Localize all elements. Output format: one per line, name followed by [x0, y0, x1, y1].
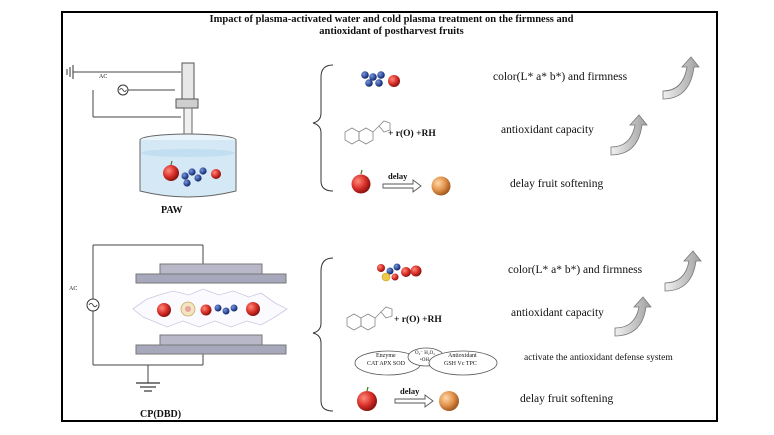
paw-molecule-icon — [344, 120, 391, 145]
fresh-apple-icon — [357, 391, 377, 411]
electrode-upper — [181, 62, 195, 100]
ac-sine-icon — [119, 88, 127, 92]
cp-delay-label: delay — [400, 386, 420, 396]
blueberry-icon — [183, 179, 191, 187]
paw-effect-3: delay fruit softening — [510, 178, 604, 190]
paw-apparatus — [66, 62, 237, 198]
blueberry-icon — [222, 307, 230, 315]
cp-defense-diagram — [354, 347, 498, 376]
title-line-2: antioxidant of postharvest fruits — [319, 26, 464, 37]
paw-brace — [312, 64, 334, 192]
figure-title: Impact of plasma-activated water and col… — [63, 14, 720, 38]
cp-formula: + r(O) +RH — [394, 315, 442, 325]
title-line-1: Impact of plasma-activated water and col… — [209, 14, 574, 25]
cp-delay-icons — [357, 386, 459, 411]
cp-effect-4: delay fruit softening — [520, 393, 614, 405]
softened-fruit-icon — [431, 176, 451, 196]
apple-stem-icon — [170, 160, 173, 166]
electrode-clamp — [175, 98, 199, 109]
cp-molecule-icon — [346, 306, 393, 331]
enzyme-list: CAT APX SOD — [367, 361, 405, 367]
apple-icon — [163, 165, 179, 181]
softened-fruit-icon — [439, 391, 459, 411]
cp-effect-2: antioxidant capacity — [511, 307, 604, 319]
blueberry-icon — [194, 174, 202, 182]
antioxidant-ellipse — [428, 350, 498, 376]
blueberry-icon — [214, 304, 222, 312]
blueberry-icon — [188, 168, 196, 176]
dbd-top-dielectric — [135, 273, 287, 284]
apple-icon — [246, 302, 260, 316]
increase-arrow-icon — [614, 296, 652, 337]
ros-top: O₂⁻ H₂O₂ — [415, 351, 435, 356]
blueberry-icon — [181, 172, 189, 180]
paw-delay-icons — [351, 169, 451, 196]
cp-apparatus — [86, 244, 288, 392]
dbd-bottom-dielectric — [135, 344, 287, 355]
enzyme-label: Enzyme — [376, 353, 396, 359]
increase-arrow-icon — [662, 56, 700, 100]
cherry-tomato-icon — [211, 169, 221, 179]
paw-delay-label: delay — [388, 171, 408, 181]
paw-formula: + r(O) +RH — [388, 129, 436, 139]
antioxidant-list: GSH Vc TPC — [444, 361, 477, 367]
dbd-top-electrode — [159, 263, 263, 275]
cp-effect-1: color(L* a* b*) and firmness — [508, 264, 643, 276]
cp-label: CP(DBD) — [140, 409, 182, 420]
apple-icon — [157, 303, 171, 317]
paw-ac-label: AC — [99, 74, 108, 80]
beaker-body — [139, 140, 237, 198]
cp-ac-label: AC — [69, 286, 78, 292]
blueberry-icon — [230, 304, 238, 312]
delay-arrow-icon — [382, 179, 422, 193]
paw-label: PAW — [161, 205, 183, 216]
paw-fruit-group-icon — [361, 71, 400, 87]
fruit-slice-core-icon — [185, 306, 191, 312]
antioxidant-label: Antioxidant — [448, 353, 477, 359]
water-surface — [141, 149, 235, 157]
diagram-graphics — [66, 56, 702, 412]
paw-effect-2: antioxidant capacity — [501, 124, 594, 136]
ros-bottom: •OH — [420, 358, 429, 363]
cp-fruit-group-icon — [377, 263, 422, 282]
delay-arrow-icon — [394, 394, 434, 408]
dbd-bottom-electrode — [159, 334, 263, 346]
increase-arrow-icon — [664, 250, 702, 292]
cp-ac-sine-icon — [88, 302, 98, 308]
cp-effect-3: activate the antioxidant defense system — [524, 353, 673, 363]
paw-effect-1: color(L* a* b*) and firmness — [493, 71, 628, 83]
increase-arrow-icon — [610, 114, 648, 156]
figure-frame: Impact of plasma-activated water and col… — [61, 11, 718, 422]
blueberry-icon — [199, 167, 207, 175]
cherry-tomato-icon — [200, 304, 212, 316]
fresh-apple-icon — [351, 174, 371, 194]
cp-brace — [312, 257, 334, 412]
